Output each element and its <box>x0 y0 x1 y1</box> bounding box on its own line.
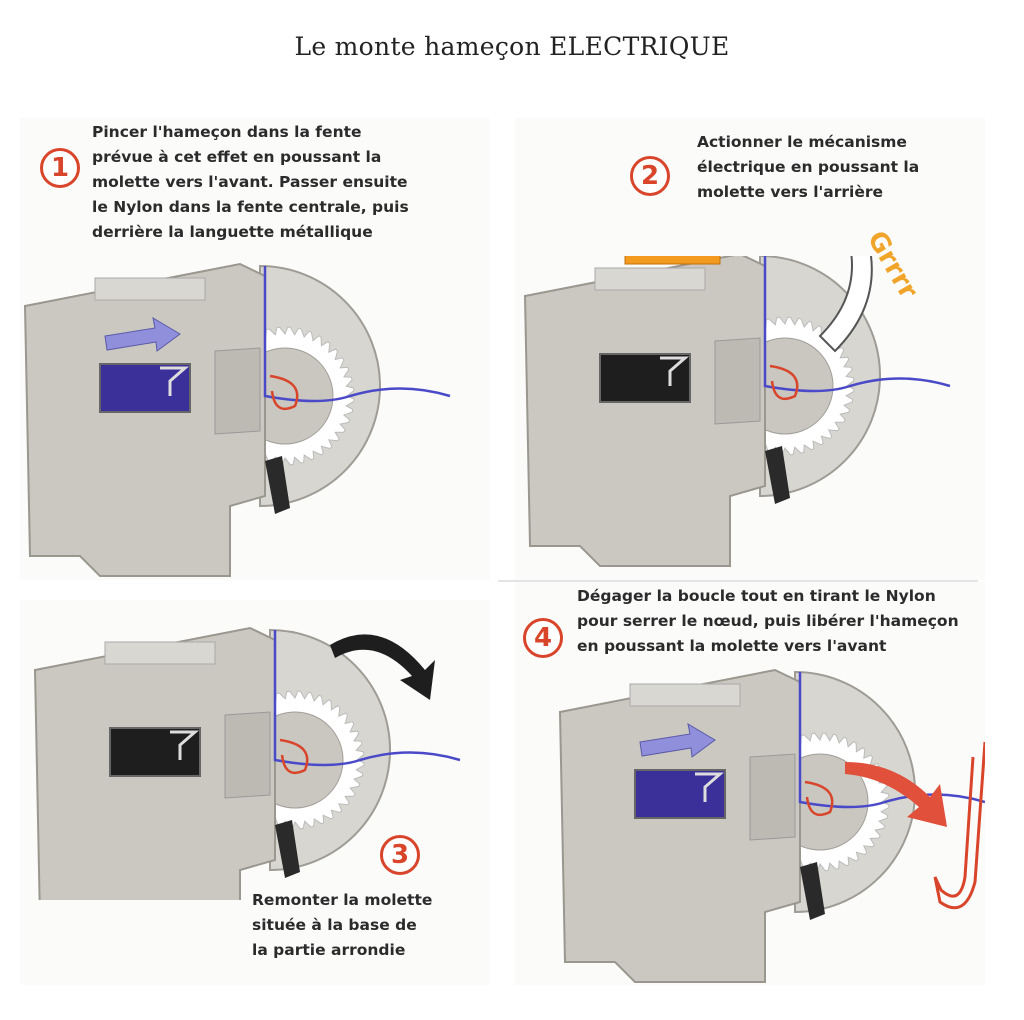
hook-loop <box>279 738 309 775</box>
metal-tab-icon <box>265 456 290 514</box>
hook-loop <box>804 780 834 817</box>
text-line: en poussant la molette vers l'avant <box>577 637 887 655</box>
text-line: Remonter la molette <box>252 891 433 909</box>
slider-mark <box>160 366 190 396</box>
text-line: derrière la languette métallique <box>92 223 373 241</box>
text-line: molette vers l'avant. Passer ensuite <box>92 173 408 191</box>
orange-slider <box>624 256 721 265</box>
nylon-line <box>763 256 951 393</box>
text-line: Actionner le mécanisme <box>697 133 907 151</box>
slider-window <box>99 363 191 413</box>
metal-tab-icon <box>800 862 825 920</box>
step-4-number: 4 <box>523 618 563 658</box>
hook-loop <box>769 364 799 401</box>
push-forward-arrow-icon <box>104 316 181 352</box>
step-3-panel: 3 Remonter la molette située à la base d… <box>20 600 490 985</box>
top-slot <box>104 641 216 665</box>
push-forward-arrow-icon <box>639 722 716 758</box>
step-2-number: 2 <box>630 156 670 196</box>
device-body <box>558 668 801 983</box>
top-slot <box>629 683 741 707</box>
top-slot <box>94 277 206 301</box>
slider-window <box>634 769 726 819</box>
metal-tab-icon <box>765 446 790 504</box>
step-3-number: 3 <box>380 835 420 875</box>
rotate-up-arrow-icon <box>330 634 435 700</box>
text-line: le Nylon dans la fente centrale, puis <box>92 198 409 216</box>
step-3-instructions: Remonter la molette située à la base de … <box>252 888 432 963</box>
slider-window <box>109 727 201 777</box>
fish-hook-icon <box>933 741 985 910</box>
hook-tier-device-illustration <box>523 256 951 567</box>
text-line: molette vers l'arrière <box>697 183 884 201</box>
slider-mark <box>695 772 725 802</box>
slider-mark <box>170 730 200 760</box>
text-line: prévue à cet effet en poussant la <box>92 148 382 166</box>
divider <box>498 580 978 582</box>
rotate-arrow-icon <box>818 256 873 353</box>
step-1-instructions: Pincer l'hameçon dans la fente prévue à … <box>92 120 409 245</box>
nylon-line <box>798 672 985 809</box>
device-body <box>523 256 766 567</box>
metal-tab-icon <box>275 820 300 878</box>
text-line: pour serrer le nœud, puis libérer l'hame… <box>577 612 959 630</box>
text-line: la partie arrondie <box>252 941 406 959</box>
center-slot <box>749 753 796 841</box>
step-1-number: 1 <box>40 148 80 188</box>
hook-tier-device-illustration <box>23 262 451 577</box>
nylon-line <box>273 630 461 767</box>
center-slot <box>224 711 271 799</box>
page-title: Le monte hameçon ELECTRIQUE <box>294 32 730 61</box>
hook-tier-device-illustration <box>558 668 985 983</box>
text-line: électrique en poussant la <box>697 158 920 176</box>
device-body <box>23 262 266 577</box>
pull-arrow-icon <box>845 762 947 827</box>
slider-mark <box>660 356 690 386</box>
step-2-panel: 2 Actionner le mécanisme électrique en p… <box>515 118 985 580</box>
text-line: Dégager la boucle tout en tirant le Nylo… <box>577 587 936 605</box>
step-4-panel: 4 Dégager la boucle tout en tirant le Ny… <box>515 582 985 985</box>
center-slot <box>714 337 761 425</box>
center-slot <box>214 347 261 435</box>
text-line: située à la base de <box>252 916 417 934</box>
step-2-instructions: Actionner le mécanisme électrique en pou… <box>697 130 919 205</box>
top-slot <box>594 267 706 291</box>
step-4-instructions: Dégager la boucle tout en tirant le Nylo… <box>577 584 982 659</box>
slider-window <box>599 353 691 403</box>
nylon-line <box>263 266 451 403</box>
hook-loop <box>269 374 299 411</box>
step-1-panel: 1 Pincer l'hameçon dans la fente prévue … <box>20 118 490 580</box>
text-line: Pincer l'hameçon dans la fente <box>92 123 362 141</box>
hook-tier-device-illustration <box>33 626 461 900</box>
